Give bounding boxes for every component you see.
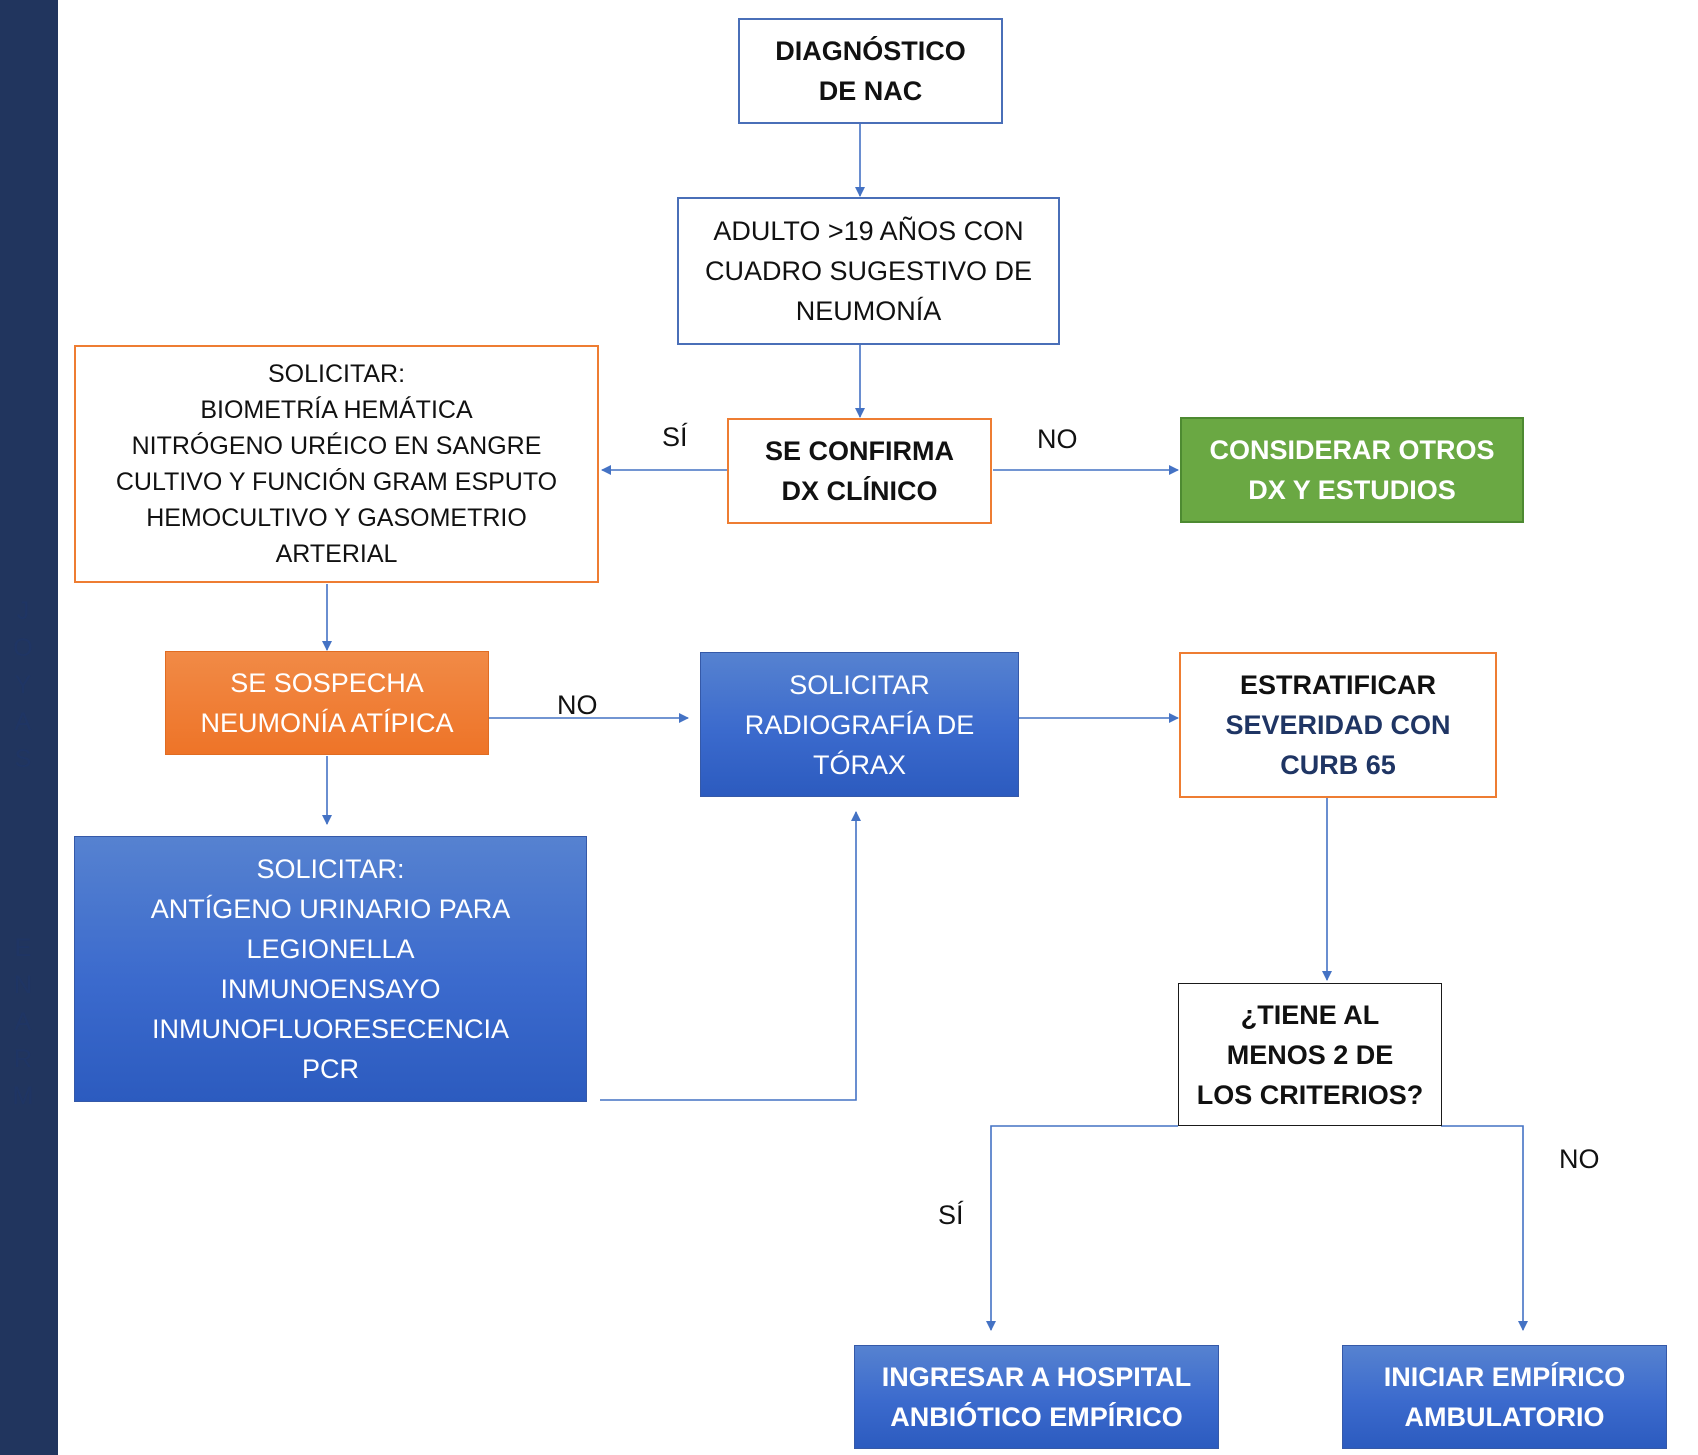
edge-label-si-confirma: SÍ <box>662 422 688 452</box>
sidebar-letter: R <box>13 1045 33 1073</box>
edge-label-no-criterios: NO <box>1559 1144 1600 1174</box>
edge-label-si-criterios: SÍ <box>938 1200 964 1230</box>
sidebar-letter: S <box>14 745 32 773</box>
sidebar-letter: N <box>13 971 33 999</box>
edge-label-no-confirma: NO <box>1037 424 1078 454</box>
node-solicitar-antigeno: SOLICITAR: ANTÍGENO URINARIO PARA LEGION… <box>74 836 587 1102</box>
node-sospecha-atipica: SE SOSPECHA NEUMONÍA ATÍPICA <box>165 651 489 755</box>
sidebar-letter: O <box>13 634 33 662</box>
sidebar-letter: M <box>12 1082 34 1110</box>
node-diagnostico-nac: DIAGNÓSTICO DE NAC <box>738 18 1003 124</box>
arrow-criterios-to-ingresar <box>986 1125 1178 1331</box>
arrow-antigeno-to-radiografia <box>600 811 861 1101</box>
estratificar-title: ESTRATIFICAR <box>1240 670 1436 700</box>
edge-label-no-atipica: NO <box>557 690 598 720</box>
arrow-criterios-to-iniciar <box>1441 1125 1528 1331</box>
estratificar-curb65-text: SEVERIDAD CON CURB 65 <box>1225 710 1451 780</box>
sidebar-letter: J <box>16 597 30 625</box>
sidebar-letter: Y <box>14 671 32 699</box>
sidebar-letter: A <box>14 1008 32 1036</box>
sidebar-letter: E <box>14 934 32 962</box>
sidebar-bar <box>0 0 58 1455</box>
node-iniciar-ambulatorio: INICIAR EMPÍRICO AMBULATORIO <box>1342 1345 1667 1449</box>
node-ingresar-hospital: INGRESAR A HOSPITAL ANBIÓTICO EMPÍRICO <box>854 1345 1219 1449</box>
node-solicitar-laboratorios: SOLICITAR: BIOMETRÍA HEMÁTICA NITRÓGENO … <box>74 345 599 583</box>
node-solicitar-radiografia: SOLICITAR RADIOGRAFÍA DE TÓRAX <box>700 652 1019 797</box>
node-estratificar-curb65: ESTRATIFICAR SEVERIDAD CON CURB 65 <box>1179 652 1497 798</box>
node-adulto-sugestivo: ADULTO >19 AÑOS CON CUADRO SUGESTIVO DE … <box>677 197 1060 345</box>
node-considerar-otros: CONSIDERAR OTROS DX Y ESTUDIOS <box>1180 417 1524 523</box>
sidebar-letter: A <box>14 708 32 736</box>
node-criterios-pregunta: ¿TIENE AL MENOS 2 DE LOS CRITERIOS? <box>1178 983 1442 1126</box>
node-se-confirma-dx: SE CONFIRMA DX CLÍNICO <box>727 418 992 524</box>
